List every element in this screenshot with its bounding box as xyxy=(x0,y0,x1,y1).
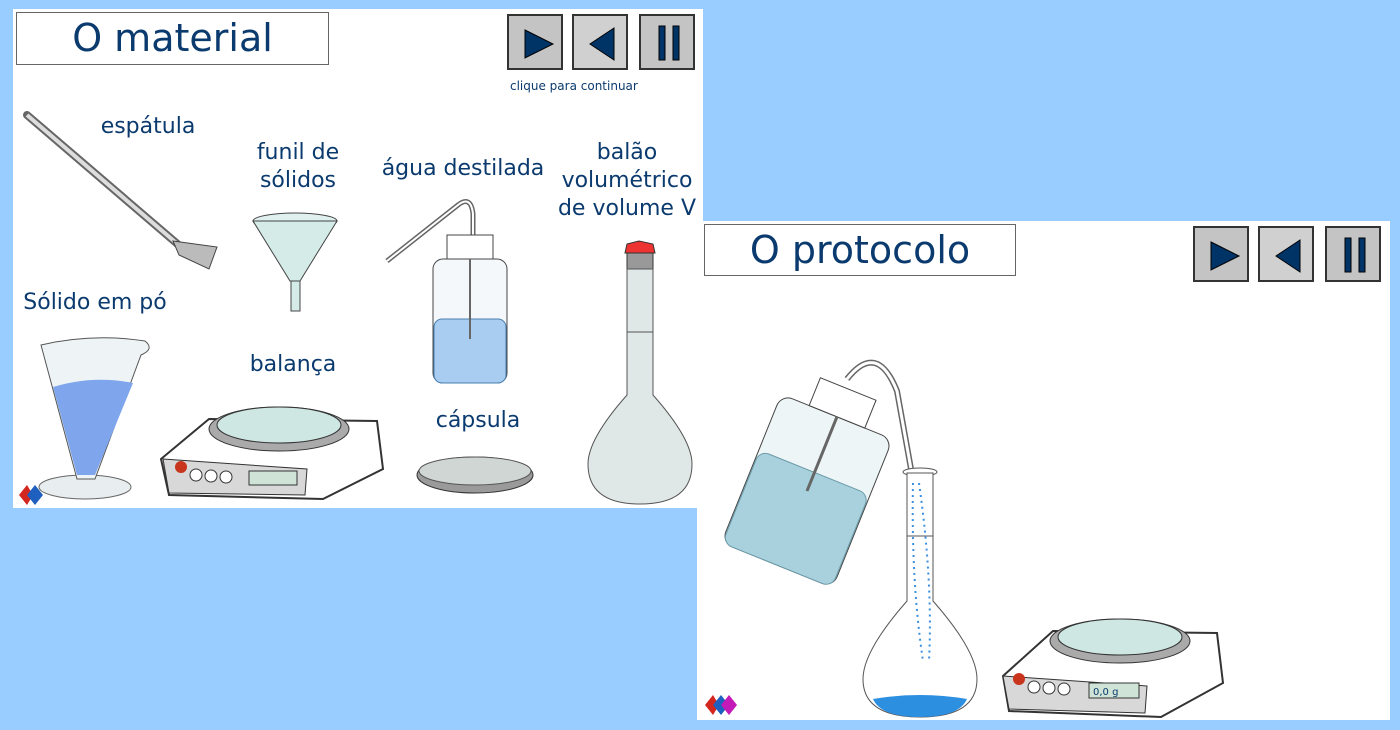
wash-bottle-icon xyxy=(385,199,508,384)
back-icon xyxy=(589,27,615,61)
logo-icon xyxy=(19,485,43,505)
material-illustrations xyxy=(19,111,693,505)
volumetric-flask-icon xyxy=(862,467,978,718)
capsule-label: cápsula xyxy=(435,408,521,433)
solid-beaker-icon xyxy=(38,337,150,500)
spatula-label: espátula xyxy=(100,114,196,139)
funnel-icon xyxy=(252,212,338,312)
play-button[interactable] xyxy=(507,14,563,70)
pause-button[interactable] xyxy=(1325,226,1381,282)
play-icon xyxy=(1210,241,1241,271)
balance-display: 0,0 g xyxy=(1093,687,1118,698)
play-icon xyxy=(524,29,555,59)
material-panel: O material clique para continuar espátul… xyxy=(13,9,703,508)
pouring-bottle-icon xyxy=(724,377,890,585)
balance-icon: 0,0 g xyxy=(1001,618,1225,719)
flask-label: balão volumétrico de volume V xyxy=(557,140,697,221)
spatula-icon xyxy=(23,111,218,270)
balance-icon xyxy=(159,406,385,501)
water-label: água destilada xyxy=(381,156,545,181)
balance-label: balança xyxy=(249,352,337,377)
protocol-panel: O protocolo xyxy=(697,221,1390,720)
play-button[interactable] xyxy=(1193,226,1249,282)
panel-title: O material xyxy=(16,12,329,65)
pause-button[interactable] xyxy=(639,14,695,70)
capsule-icon xyxy=(416,456,534,494)
funnel-label: funil de sólidos xyxy=(256,140,340,193)
back-button[interactable] xyxy=(1258,226,1314,282)
pause-icon xyxy=(658,25,680,61)
solid-label: Sólido em pó xyxy=(23,290,167,315)
logo-icon xyxy=(705,695,737,715)
back-icon xyxy=(1275,239,1301,273)
protocol-illustration: 0,0 g xyxy=(705,359,1225,719)
continue-hint: clique para continuar xyxy=(510,79,638,93)
pause-icon xyxy=(1344,237,1366,273)
volumetric-flask-icon xyxy=(587,240,693,505)
back-button[interactable] xyxy=(572,14,628,70)
panel-title: O protocolo xyxy=(704,224,1016,276)
